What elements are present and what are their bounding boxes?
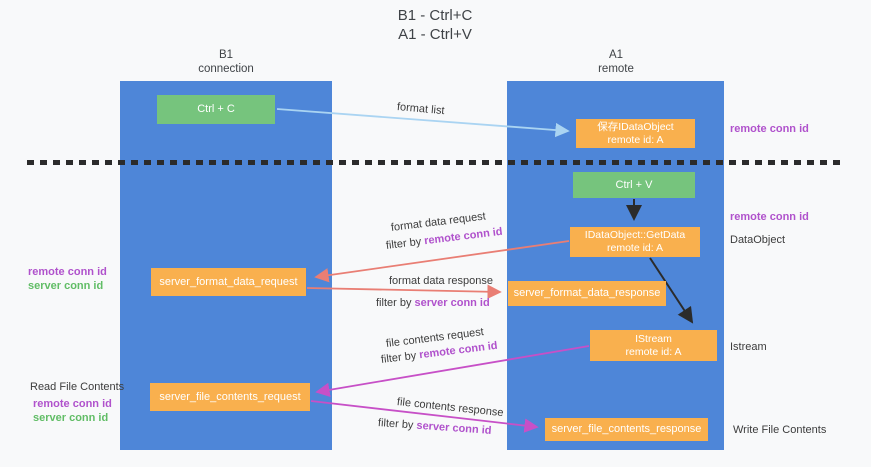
format-data-response-annotation: format data response — [389, 275, 493, 287]
server-file-contents-response-box: server_file_contents_response — [545, 418, 708, 441]
istream-line2: remote id: A — [625, 345, 682, 358]
title-line-1: B1 - Ctrl+C — [397, 7, 473, 24]
server-file-contents-request-box: server_file_contents_request — [150, 383, 310, 411]
server-format-data-request-box: server_format_data_request — [151, 268, 306, 296]
server-format-data-response-label: server_format_data_response — [513, 287, 661, 299]
right-remote-conn-id-label-1: remote conn id — [730, 123, 809, 135]
title-line-2: A1 - Ctrl+V — [398, 26, 472, 43]
save-idataobject-box: 保存IDataObject remote id: A — [576, 119, 695, 148]
server-conn-id-text-2: server conn id — [416, 419, 492, 437]
filter-by-text-1: filter by — [385, 235, 425, 252]
istream-line1: IStream — [635, 332, 672, 345]
right-column-role: remote — [598, 63, 634, 75]
dataobject-label: DataObject — [730, 234, 786, 246]
save-idataobject-line1: 保存IDataObject — [597, 120, 674, 133]
ctrl-c-box: Ctrl + C — [157, 95, 275, 124]
remote-conn-id-text-1: remote conn id — [423, 225, 504, 248]
server-format-data-response-box: server_format_data_response — [508, 281, 666, 306]
server-file-contents-request-label: server_file_contents_request — [159, 390, 301, 403]
phase-separator-dashed-line — [27, 160, 845, 165]
diagram-title: B1 - Ctrl+C A1 - Ctrl+V — [300, 6, 570, 44]
left-column-name: B1 — [218, 49, 234, 61]
file-contents-response-annotation: file contents response — [396, 396, 505, 420]
idataobject-getdata-line1: IDataObject::GetData — [584, 229, 686, 241]
left-column-role: connection — [198, 63, 254, 75]
istream-box: IStream remote id: A — [590, 330, 717, 361]
right-column-header: A1 remote — [546, 48, 686, 76]
server-file-contents-response-label: server_file_contents_response — [551, 423, 702, 435]
server-conn-id-text-1: server conn id — [414, 297, 490, 309]
arrow-format-data-response — [306, 284, 502, 299]
left-server-conn-id-label-1: server conn id — [28, 280, 104, 292]
left-column-header: B1 connection — [156, 48, 296, 76]
right-column-name: A1 — [608, 49, 624, 61]
format-list-annotation: format list — [396, 101, 446, 118]
left-remote-conn-id-label-2: remote conn id — [33, 398, 112, 410]
ctrl-c-label: Ctrl + C — [197, 103, 235, 115]
left-remote-conn-id-label-1: remote conn id — [28, 266, 107, 278]
right-remote-conn-id-label-2: remote conn id — [730, 211, 809, 223]
idataobject-getdata-box: IDataObject::GetData remote id: A — [570, 227, 700, 257]
filter-by-text-3: filter by — [380, 349, 420, 366]
filter-by-text-2: filter by — [376, 297, 415, 309]
istream-side-label: Istream — [730, 341, 767, 353]
ctrl-v-label: Ctrl + V — [615, 178, 653, 191]
idataobject-getdata-line2: remote id: A — [606, 242, 664, 254]
format-response-filter-annotation: filter by server conn id — [376, 297, 490, 309]
left-server-conn-id-label-2: server conn id — [33, 412, 109, 424]
file-response-filter-annotation: filter by server conn id — [378, 417, 492, 437]
save-idataobject-line2: remote id: A — [607, 133, 664, 146]
server-format-data-request-label: server_format_data_request — [159, 275, 298, 288]
filter-by-text-4: filter by — [377, 417, 417, 432]
ctrl-v-box: Ctrl + V — [573, 172, 695, 198]
write-file-contents-label: Write File Contents — [733, 424, 827, 436]
read-file-contents-label: Read File Contents — [30, 381, 125, 393]
